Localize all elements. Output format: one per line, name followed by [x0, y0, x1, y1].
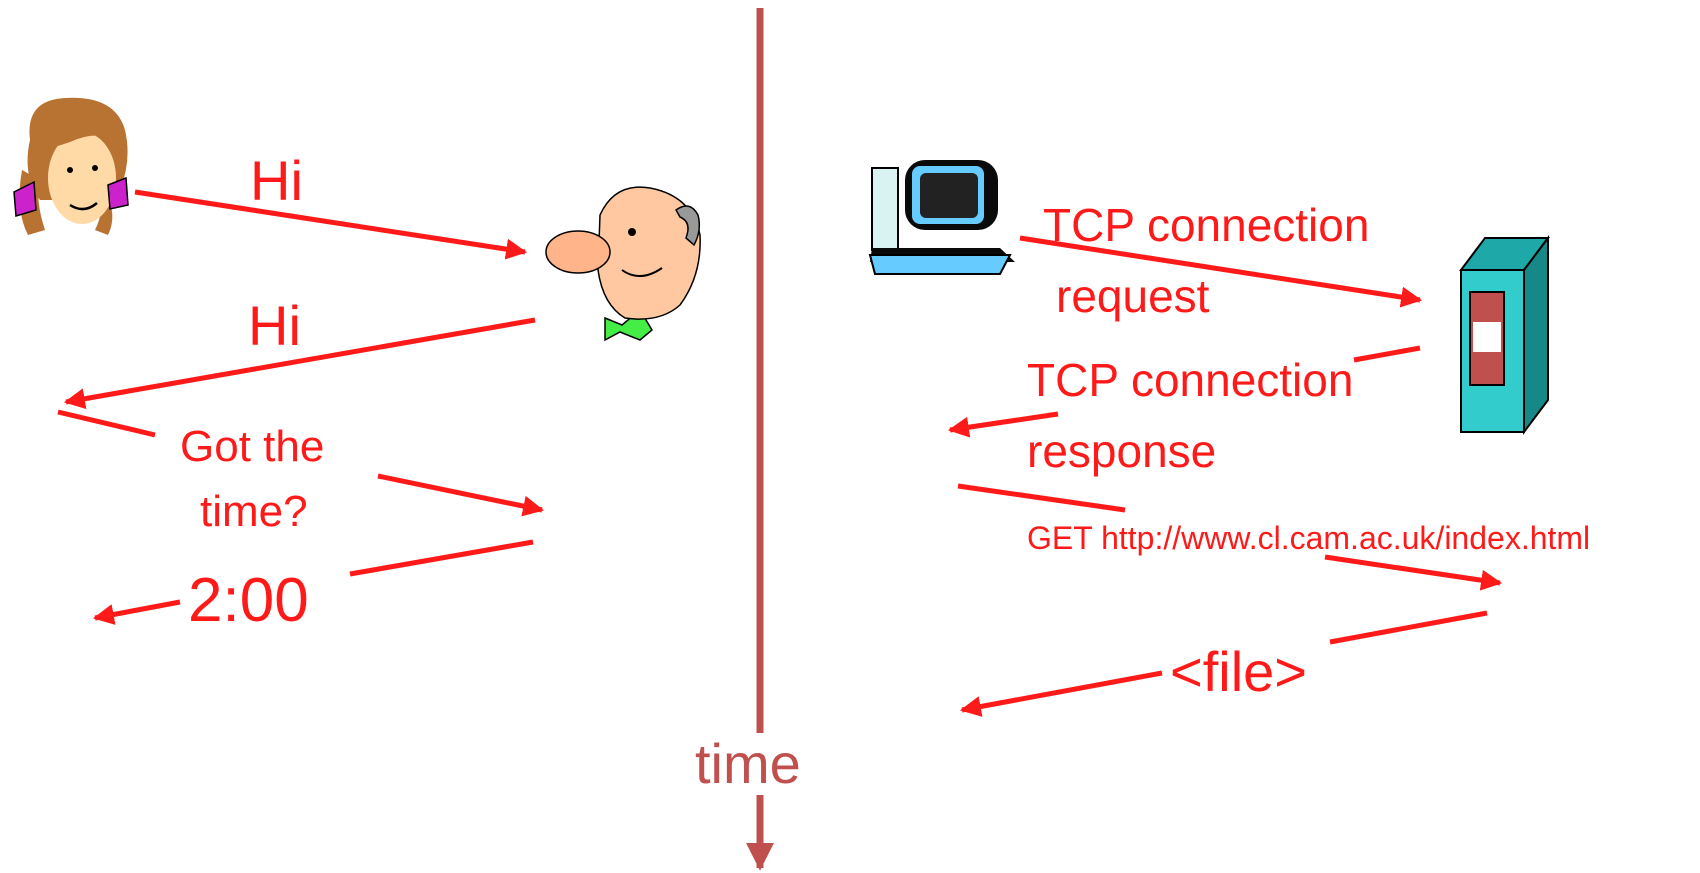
- msg-tcp-response-label-line2: response: [1027, 425, 1217, 477]
- msg-tcp-request-arrow: [1019, 235, 1423, 308]
- msg-got-time-arrow-b: [377, 473, 545, 517]
- msg-file-arrow-b: [959, 670, 1163, 717]
- msg-tcp-request-label-line2: request: [1056, 270, 1210, 322]
- msg-hi-reply-arrow: [63, 317, 536, 410]
- msg-tcp-response-arrow-a: [1353, 345, 1421, 363]
- msg-get-label: GET http://www.cl.cam.ac.uk/index.html: [1027, 520, 1591, 556]
- msg-tcp-response-arrow-b: [947, 411, 1059, 438]
- msg-file-label: <file>: [1170, 640, 1307, 703]
- msg-hi-request-label: Hi: [250, 149, 303, 212]
- msg-got-time-arrow-a: [57, 409, 156, 438]
- man-cartoon-icon: [545, 186, 701, 342]
- msg-got-time-label-line1: Got the: [180, 422, 325, 471]
- server-icon: [1459, 235, 1550, 435]
- msg-2-00-arrow-a: [349, 539, 534, 577]
- msg-tcp-response-label-line1: TCP connection: [1027, 354, 1354, 406]
- msg-get-arrow-a: [957, 483, 1126, 513]
- girl-cartoon-icon: [13, 97, 129, 235]
- msg-hi-reply-label: Hi: [248, 294, 301, 357]
- msg-hi-request-arrow: [134, 189, 528, 260]
- msg-file-arrow-a: [1329, 610, 1488, 645]
- msg-2-00-arrow-b: [92, 599, 181, 625]
- msg-get-arrow-b: [1324, 554, 1503, 591]
- msg-2-00-label: 2:00: [188, 566, 309, 635]
- computer-icon: [868, 160, 1015, 275]
- msg-tcp-request-label-line1: TCP connection: [1043, 199, 1370, 251]
- time-axis-label: time: [695, 732, 801, 795]
- msg-got-time-label-line2: time?: [200, 487, 308, 536]
